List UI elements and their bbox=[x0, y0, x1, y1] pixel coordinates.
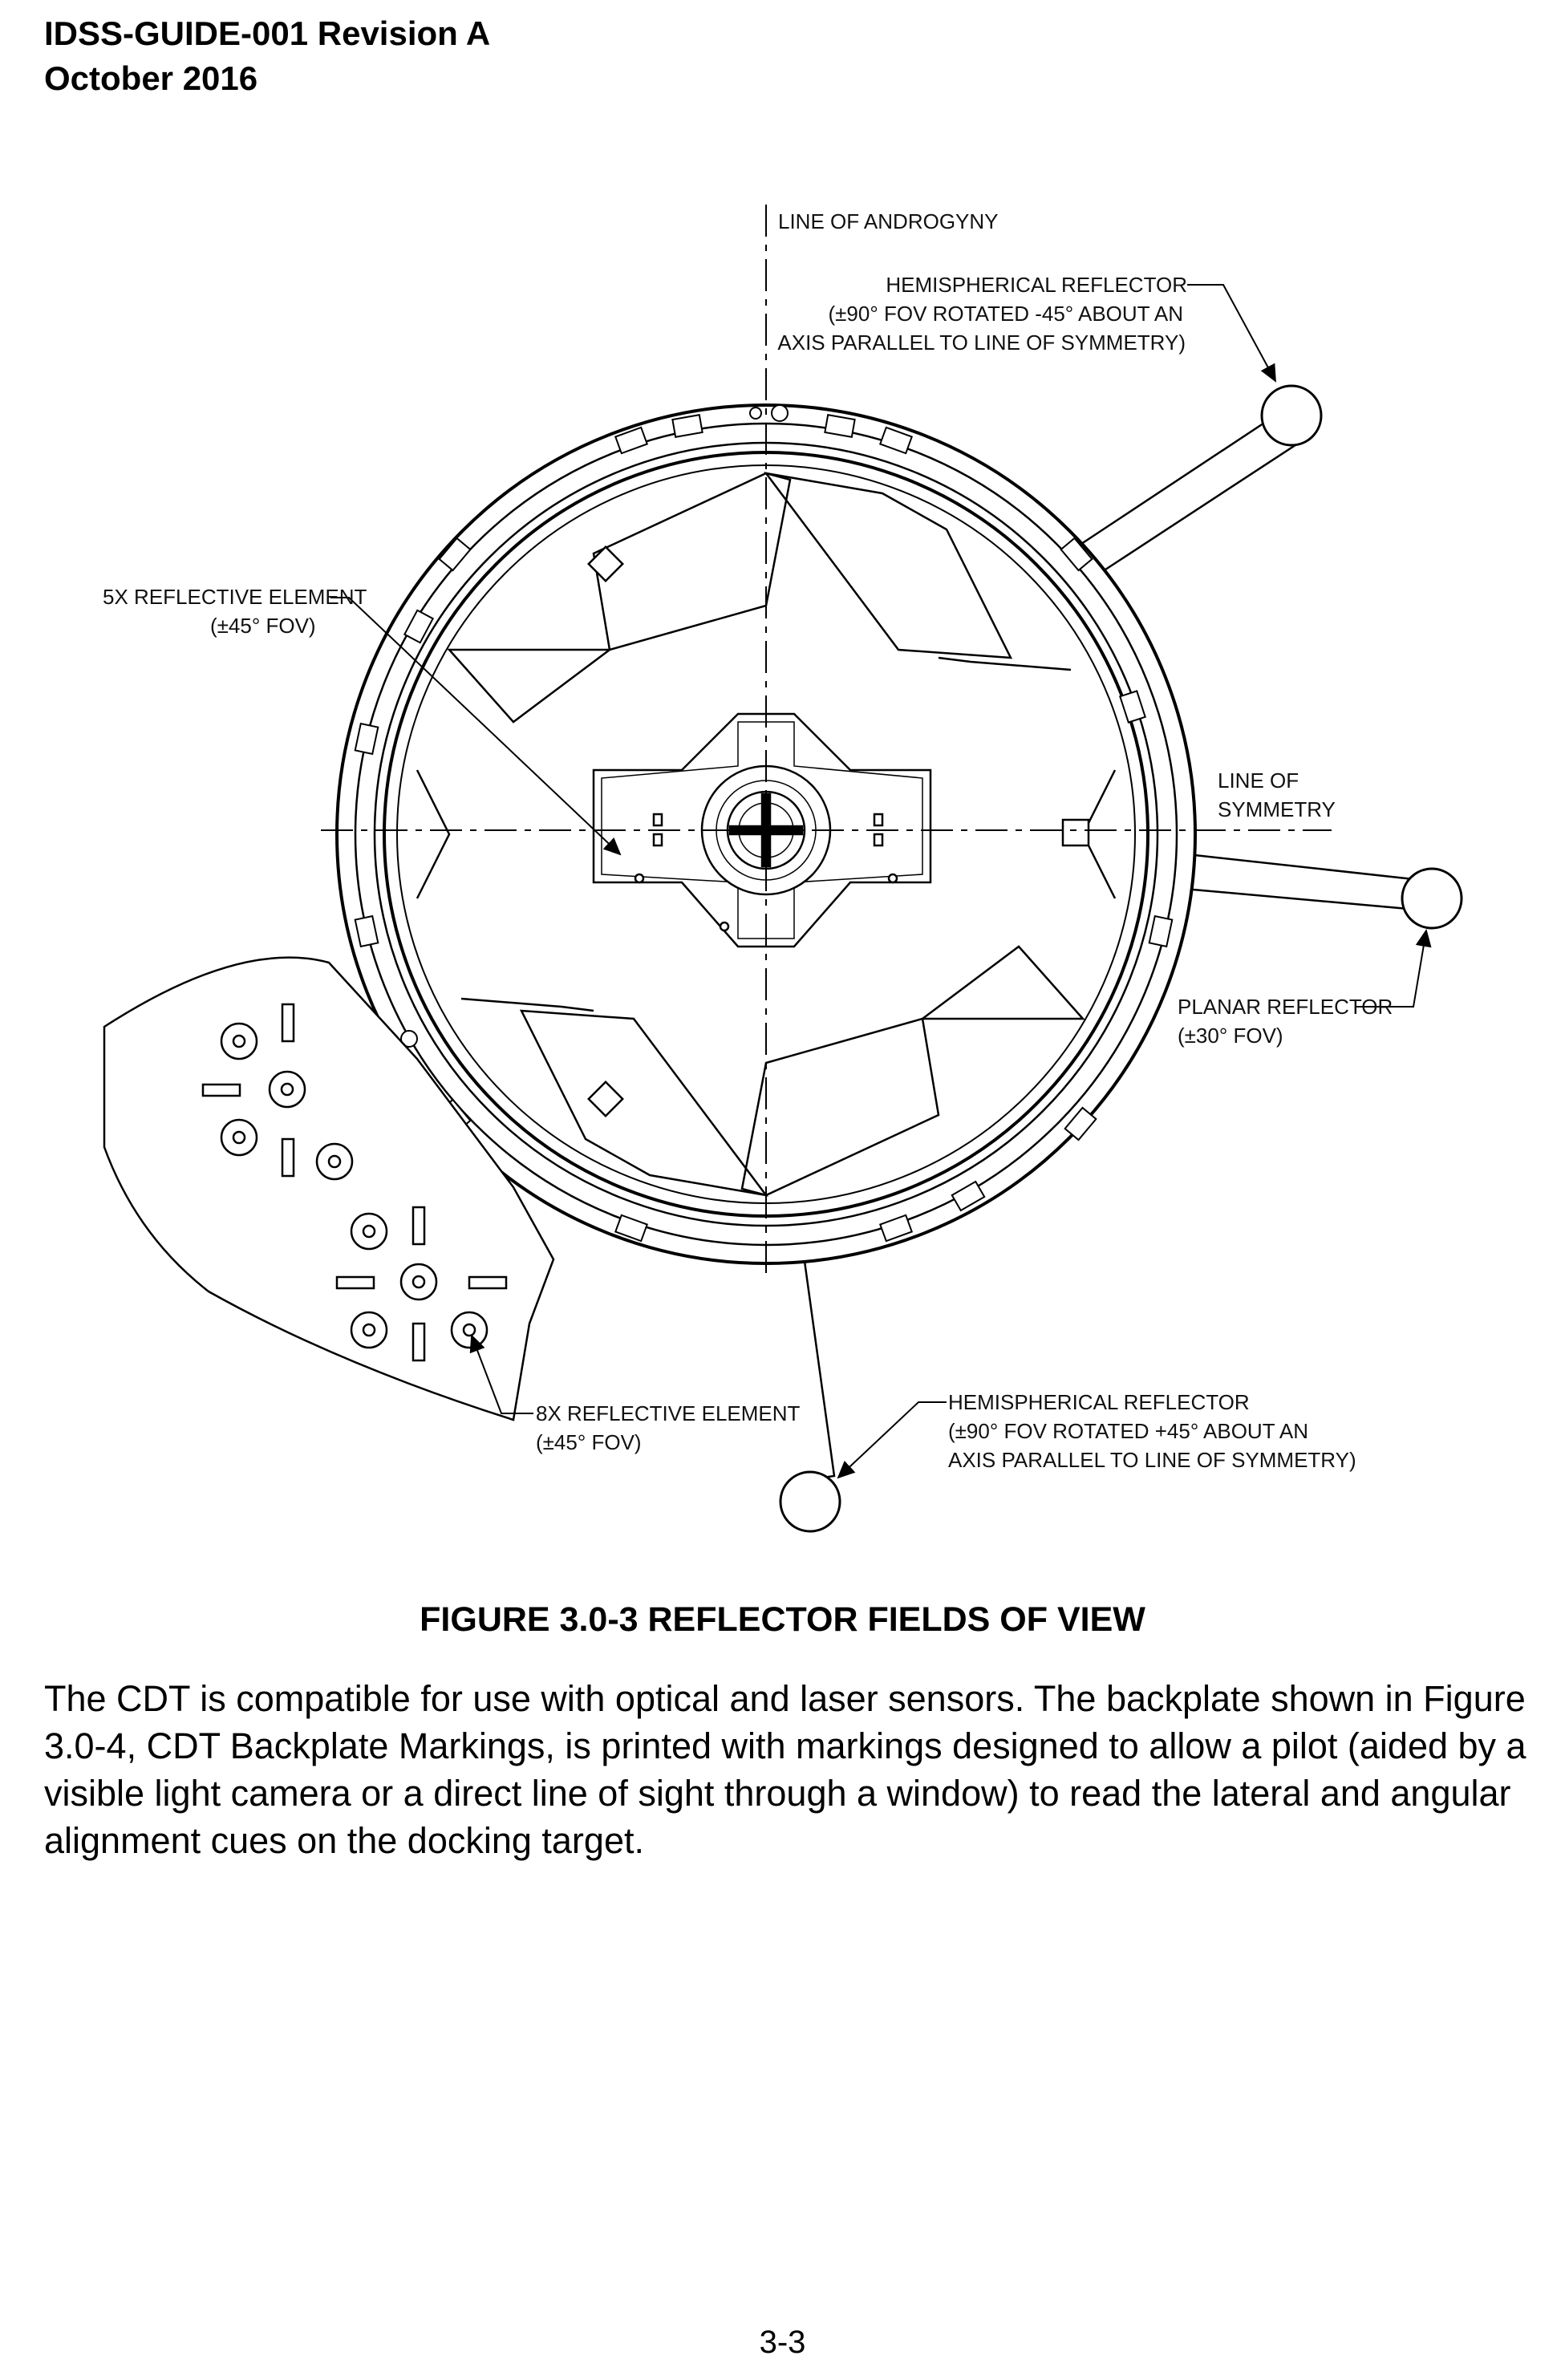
label-line-of-symmetry-2: SYMMETRY bbox=[1218, 797, 1336, 821]
document-header: IDSS-GUIDE-001 Revision A October 2016 bbox=[44, 11, 490, 101]
hemispherical-reflector-top bbox=[1260, 384, 1323, 447]
label-hemispherical-bottom-2: (±90° FOV ROTATED +45° ABOUT AN bbox=[948, 1419, 1308, 1443]
document-id: IDSS-GUIDE-001 Revision A bbox=[44, 14, 491, 52]
backplate-detail-view bbox=[103, 956, 555, 1421]
page-number: 3-3 bbox=[759, 2325, 806, 2360]
guide-petals bbox=[416, 472, 1117, 1197]
label-8x-element-1: 8X REFLECTIVE ELEMENT bbox=[536, 1401, 801, 1425]
label-line-of-symmetry-1: LINE OF bbox=[1218, 768, 1299, 793]
label-planar-reflector-2: (±30° FOV) bbox=[1178, 1024, 1283, 1048]
centerlines bbox=[321, 205, 1332, 1275]
label-hemispherical-top-3: AXIS PARALLEL TO LINE OF SYMMETRY) bbox=[777, 330, 1186, 355]
label-5x-element-2: (±45° FOV) bbox=[210, 614, 316, 638]
leader-lines bbox=[330, 284, 1432, 1479]
label-line-of-androgyny: LINE OF ANDROGYNY bbox=[778, 209, 999, 233]
label-5x-element-1: 5X REFLECTIVE ELEMENT bbox=[103, 585, 367, 609]
label-hemispherical-bottom-3: AXIS PARALLEL TO LINE OF SYMMETRY) bbox=[948, 1448, 1356, 1472]
planar-reflector bbox=[1401, 867, 1463, 930]
document-date: October 2016 bbox=[44, 59, 258, 97]
ring-mounting-pads bbox=[354, 414, 1174, 1243]
body-paragraph: The CDT is compatible for use with optic… bbox=[44, 1678, 1526, 1861]
reflective-square-markers bbox=[587, 545, 1090, 1117]
ring-fasteners bbox=[400, 404, 789, 1048]
label-hemispherical-top-1: HEMISPHERICAL REFLECTOR bbox=[886, 273, 1187, 297]
label-hemispherical-bottom-1: HEMISPHERICAL REFLECTOR bbox=[948, 1390, 1250, 1414]
label-8x-element-2: (±45° FOV) bbox=[536, 1430, 642, 1454]
label-hemispherical-top-2: (±90° FOV ROTATED -45° ABOUT AN bbox=[829, 302, 1184, 326]
hemispherical-reflector-bottom bbox=[779, 1470, 841, 1533]
label-planar-reflector-1: PLANAR REFLECTOR bbox=[1178, 995, 1393, 1019]
figure-callouts: LINE OF ANDROGYNY HEMISPHERICAL REFLECTO… bbox=[103, 209, 1393, 1472]
figure-caption: FIGURE 3.0-3 REFLECTOR FIELDS OF VIEW bbox=[420, 1600, 1145, 1639]
reflector-fields-of-view-figure: LINE OF ANDROGYNY HEMISPHERICAL REFLECTO… bbox=[103, 205, 1463, 1533]
